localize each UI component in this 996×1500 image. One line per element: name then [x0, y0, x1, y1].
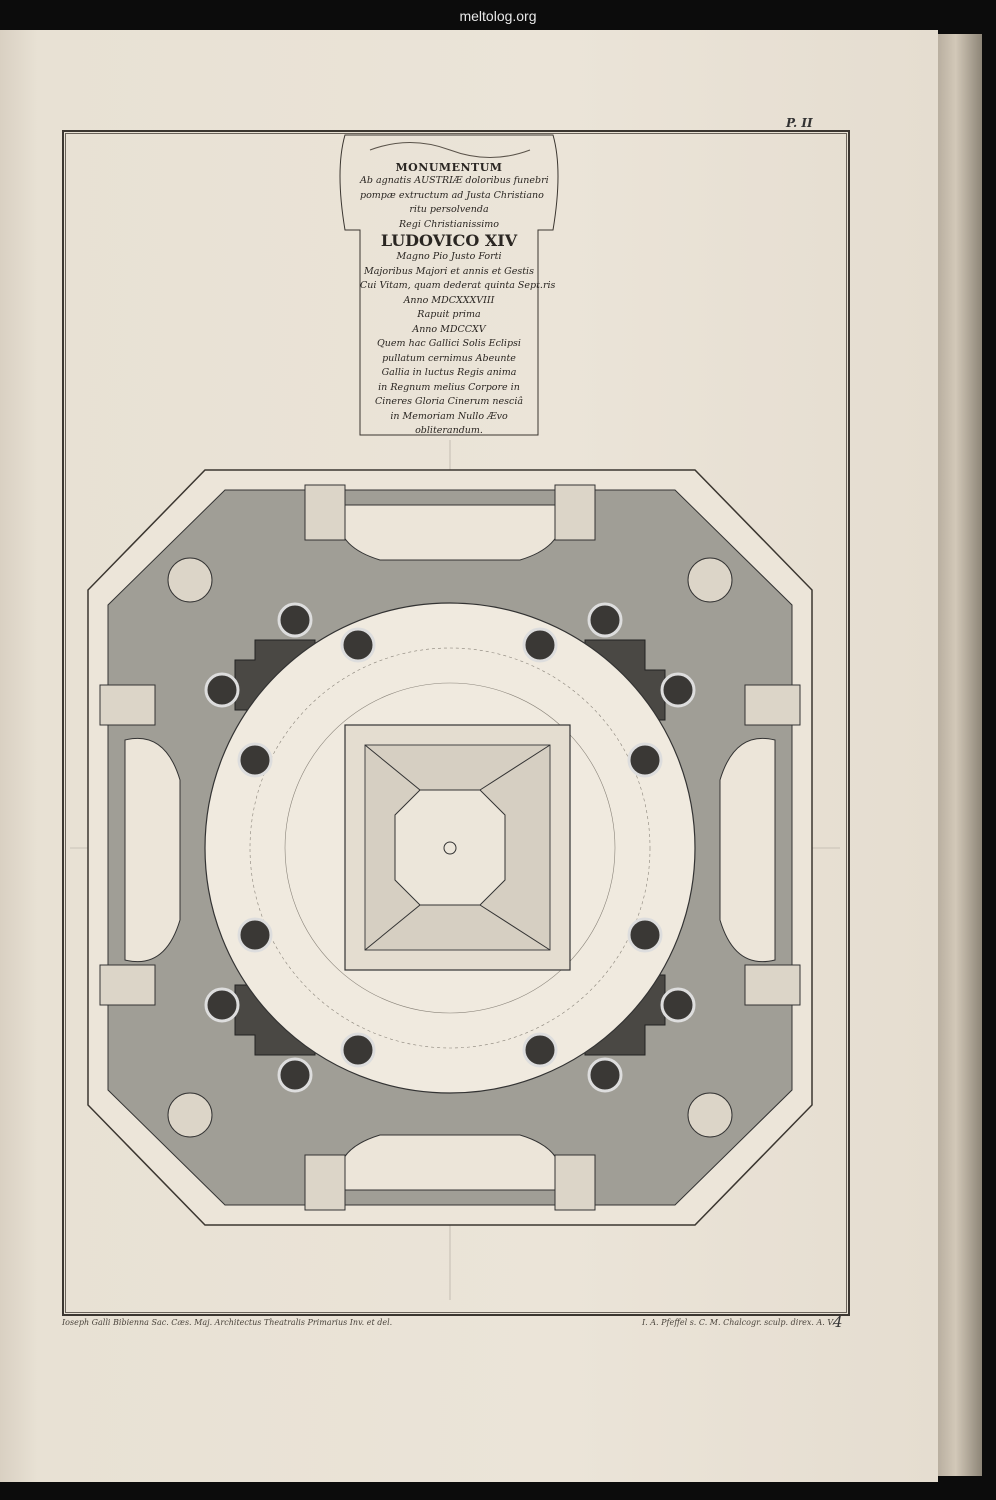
plate-frame: [62, 130, 850, 1316]
cartouche-scroll: [369, 142, 531, 158]
inscription-line: Majoribus Majori et annis et Gestis: [364, 265, 534, 277]
inscription-cartouche: MONUMENTUM Ab agnatis AUSTRIÆ doloribus …: [360, 133, 556, 436]
inscription-line: in Memoriam Nullo Ævo: [390, 410, 508, 422]
cartouche-outline: [339, 134, 559, 436]
inscription-line: obliterandum.: [415, 425, 483, 436]
inscription-line: Gallia in luctus Regis anima: [381, 367, 517, 378]
inscription-line: Anno MDCCXV: [412, 323, 486, 335]
inscription-line: Anno MDCXXXVIII: [403, 294, 495, 306]
page-number: 4: [833, 1313, 843, 1331]
inscription-line: pullatum cernimus Abeunte: [382, 352, 516, 364]
inscription-line: ritu persolvenda: [409, 204, 489, 215]
next-page-edge: [938, 34, 982, 1476]
inscription-line: Cui Vitam, quam dederat quinta Sept.ris: [360, 280, 556, 291]
watermark: meltolog.org: [459, 8, 537, 24]
inscription-line: Cineres Gloria Cinerum nesciâ: [374, 396, 524, 407]
inscription-title: MONUMENTUM: [395, 161, 503, 174]
inscription-line: Regi Christianissimo: [399, 218, 499, 230]
credit-engraver: I. A. Pfeffel s. C. M. Chalcogr. sculp. …: [642, 1318, 835, 1327]
inscription-line: Magno Pio Justo Forti: [396, 251, 502, 262]
inscription-line: pompæ extructum ad Justa Christiano: [360, 189, 544, 201]
plate-label: P. II: [786, 116, 813, 130]
credit-inventor: Ioseph Galli Bibienna Sac. Cæs. Maj. Arc…: [62, 1318, 393, 1327]
inscription-line: Rapuit prima: [417, 309, 481, 320]
inscription-line: Quem hac Gallici Solis Eclipsi: [377, 338, 521, 349]
inscription-name: LUDOVICO XIV: [380, 231, 518, 250]
inscription-line: in Regnum melius Corpore in: [378, 381, 520, 393]
inscription-line: Ab agnatis AUSTRIÆ doloribus funebri: [360, 175, 549, 186]
